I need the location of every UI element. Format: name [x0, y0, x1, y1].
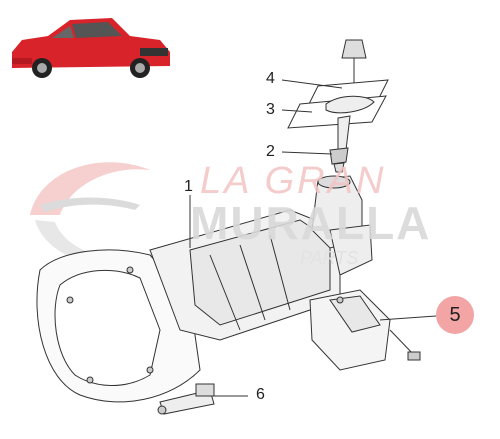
- callout-2: 2: [266, 143, 275, 160]
- callout-4: 4: [266, 70, 275, 87]
- watermark-logo-swoosh: [30, 162, 150, 266]
- mount-bracket: [309, 289, 421, 371]
- shift-lever: [287, 39, 389, 173]
- watermark-text-sub: PARTS: [300, 248, 359, 268]
- slave-cylinder: [157, 383, 215, 415]
- truck-illustration: [12, 18, 170, 78]
- watermark-text-top: LA GRAN: [200, 160, 387, 202]
- watermark-text-main: MURALLA: [190, 197, 432, 249]
- callout-5: 5: [449, 303, 461, 326]
- transmission-assembly: [36, 175, 373, 403]
- callout-5-highlight-badge: 5: [436, 296, 474, 334]
- callout-6: 6: [256, 386, 265, 403]
- callout-leaders: [189, 79, 437, 397]
- callout-3: 3: [266, 101, 275, 118]
- callout-1: 1: [184, 178, 193, 195]
